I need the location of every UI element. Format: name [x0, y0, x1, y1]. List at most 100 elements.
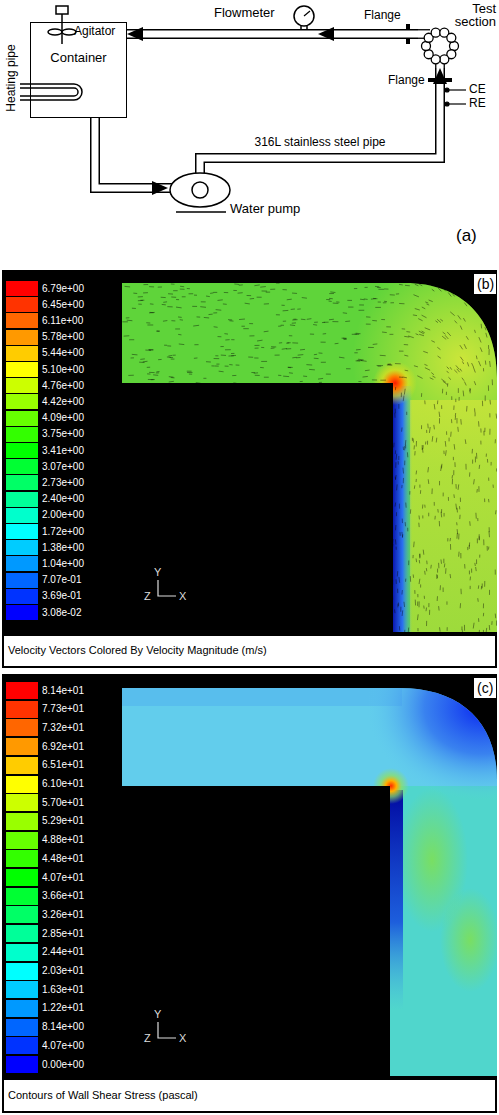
pipe-connector — [127, 34, 214, 35]
velocity-vector — [418, 515, 419, 519]
velocity-vector — [223, 303, 227, 304]
velocity-vector — [395, 387, 396, 390]
velocity-vector — [330, 291, 335, 293]
velocity-vector — [216, 309, 222, 311]
velocity-vector — [168, 535, 169, 540]
velocity-vector — [203, 378, 206, 379]
velocity-vector — [357, 623, 358, 627]
velocity-vector — [329, 293, 334, 294]
velocity-vector — [231, 540, 233, 545]
velocity-vector — [422, 445, 423, 449]
velocity-vector — [229, 421, 230, 426]
velocity-vector — [377, 434, 379, 440]
color-swatch — [6, 540, 38, 555]
velocity-vector — [488, 531, 489, 537]
velocity-vector — [336, 301, 339, 302]
velocity-vector — [153, 374, 158, 375]
velocity-vector — [204, 391, 206, 396]
velocity-vector — [409, 491, 410, 495]
velocity-vector — [297, 308, 300, 309]
velocity-vector — [303, 376, 307, 377]
velocity-vector — [404, 446, 405, 450]
velocity-vector — [281, 428, 282, 432]
velocity-vector — [182, 628, 183, 633]
velocity-vector — [323, 579, 324, 583]
velocity-vector — [312, 491, 314, 496]
velocity-vector — [376, 619, 377, 624]
velocity-vector — [431, 373, 434, 375]
velocity-vector — [140, 602, 141, 605]
velocity-vector — [168, 293, 173, 294]
velocity-vector — [395, 363, 401, 364]
velocity-vector — [346, 368, 351, 369]
velocity-vector — [384, 570, 385, 573]
velocity-vector — [325, 412, 326, 416]
velocity-vector — [149, 286, 154, 287]
shear-stress-field — [120, 616, 499, 1080]
velocity-vector — [342, 460, 344, 464]
velocity-vector — [394, 413, 395, 418]
velocity-vector — [308, 586, 309, 591]
velocity-vector — [403, 478, 404, 483]
velocity-vector — [439, 627, 441, 631]
velocity-vector — [136, 598, 138, 603]
part-label: Flange — [388, 74, 425, 88]
velocity-vector — [299, 506, 300, 509]
axis-label: Z — [144, 590, 151, 603]
velocity-vector — [153, 441, 155, 446]
velocity-vector — [361, 480, 362, 483]
velocity-vector — [182, 623, 183, 629]
velocity-vector — [215, 438, 217, 444]
panel-tag-ground — [474, 678, 496, 698]
velocity-vector — [344, 409, 345, 413]
velocity-vector — [396, 512, 397, 516]
velocity-vector — [404, 630, 406, 635]
scale-value: 6.10e+01 — [42, 778, 84, 790]
velocity-vector — [378, 365, 383, 367]
velocity-vector — [239, 401, 240, 406]
velocity-vector — [263, 618, 264, 624]
velocity-vector — [354, 288, 357, 289]
velocity-vector — [122, 321, 127, 322]
velocity-vector — [371, 530, 372, 533]
velocity-vector — [381, 457, 382, 462]
velocity-vector — [173, 496, 174, 500]
velocity-vector — [161, 405, 162, 410]
velocity-vector — [135, 619, 136, 623]
velocity-vector — [489, 590, 490, 595]
velocity-vector — [378, 569, 380, 575]
velocity-vector — [132, 354, 138, 356]
velocity-vector — [473, 623, 475, 629]
velocity-vector — [257, 396, 258, 399]
velocity-vector — [289, 335, 292, 336]
velocity-vector — [399, 626, 400, 630]
velocity-vector — [191, 524, 192, 529]
velocity-vector — [440, 585, 441, 590]
scale-value: 7.07e-01 — [42, 574, 81, 586]
velocity-vector — [469, 545, 470, 549]
velocity-vector — [181, 447, 183, 453]
color-swatch — [6, 738, 38, 755]
velocity-vector — [205, 455, 206, 460]
velocity-vector — [272, 496, 274, 502]
velocity-vector — [184, 545, 185, 549]
velocity-vector — [127, 585, 129, 590]
velocity-vector — [270, 289, 275, 290]
velocity-vector — [165, 475, 166, 479]
velocity-vector — [150, 303, 154, 304]
velocity-vector — [171, 427, 173, 432]
velocity-vector — [213, 445, 215, 450]
velocity-vector — [241, 326, 244, 327]
velocity-vector — [190, 539, 191, 545]
pipe-bore — [127, 31, 214, 38]
velocity-vector — [305, 495, 306, 500]
velocity-vector — [443, 332, 446, 334]
velocity-vector — [199, 607, 200, 611]
velocity-vector — [443, 451, 444, 454]
velocity-vector — [460, 589, 461, 594]
velocity-vector — [366, 613, 367, 616]
velocity-vector — [431, 488, 432, 494]
scale-value: 3.08e-02 — [42, 607, 81, 619]
velocity-vector — [479, 465, 481, 469]
velocity-vector — [233, 546, 234, 551]
